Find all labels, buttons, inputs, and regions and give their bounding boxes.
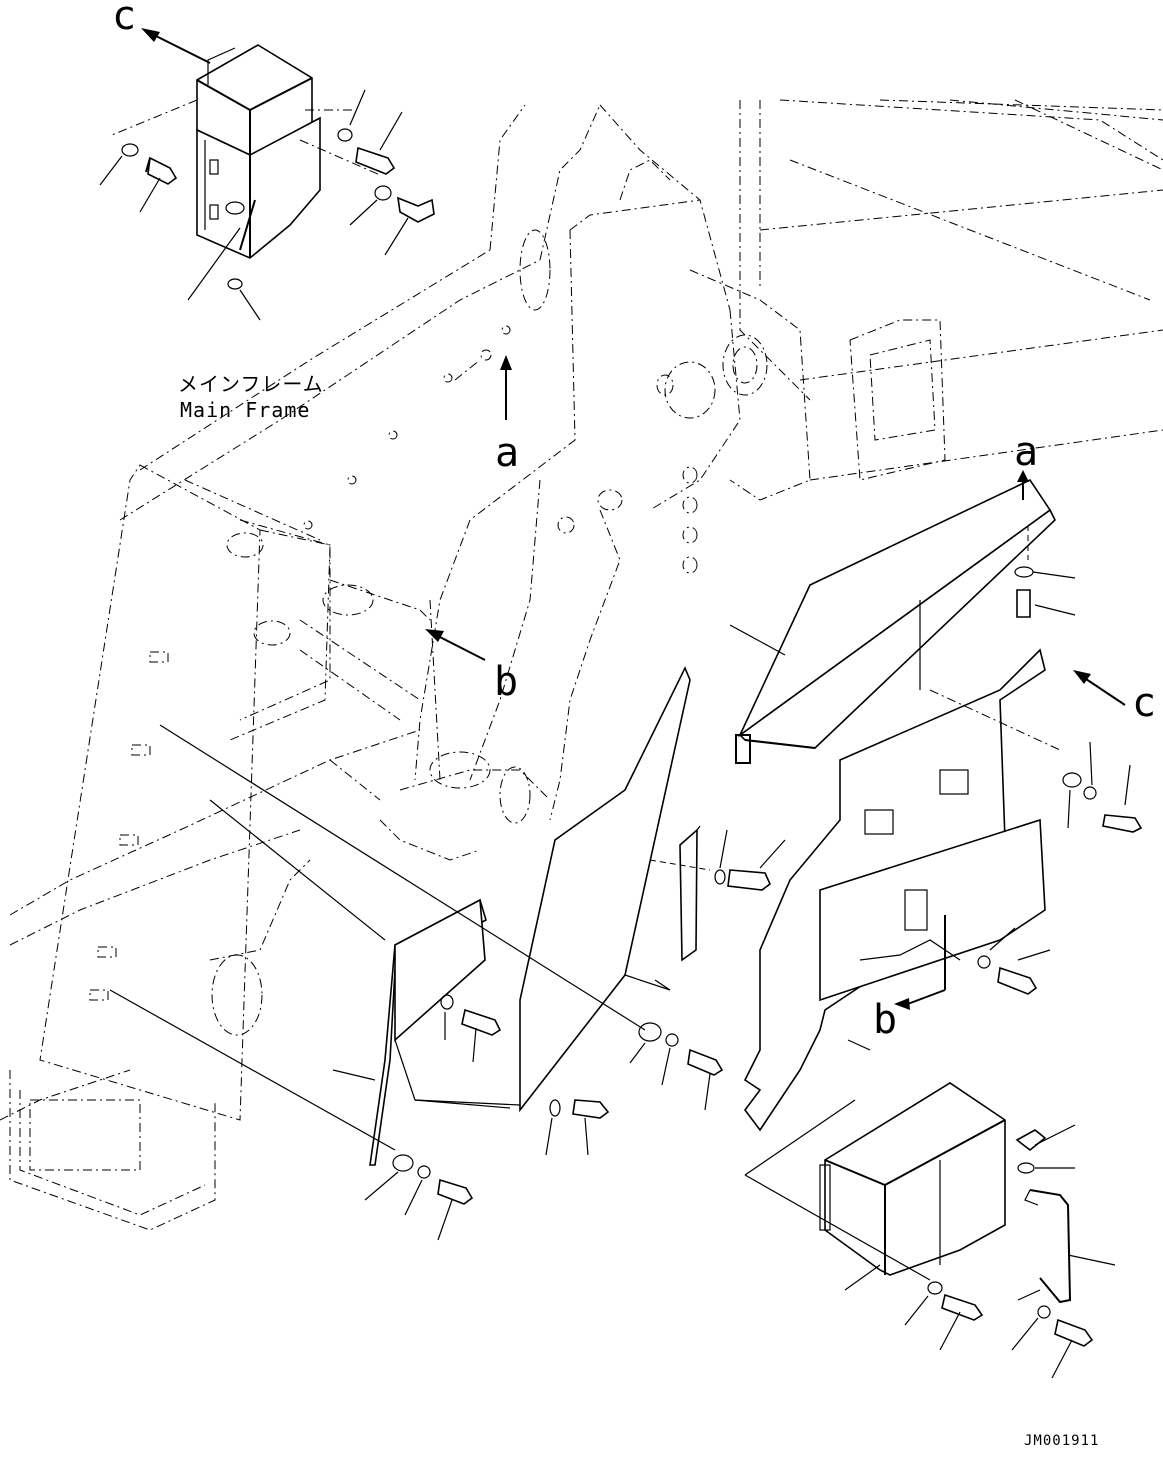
drawing-reference-code: JM001911 — [1024, 1433, 1100, 1449]
view-b-label-left: b — [494, 659, 519, 705]
hardware-group-c-left — [99, 89, 435, 256]
main-frame-phantom — [0, 99, 1163, 1121]
frame-holes — [303, 325, 511, 530]
main-frame-label-jp: メインフレーム — [178, 372, 324, 396]
view-c-label-top: c — [112, 0, 137, 39]
callout-arrows — [141, 28, 1126, 1010]
view-a-label-left: a — [495, 430, 520, 476]
view-c-label-right: c — [1132, 680, 1157, 726]
view-b-label-right: b — [873, 997, 898, 1043]
leader-lines — [109, 359, 646, 1151]
main-frame-label-en: Main Frame — [180, 398, 311, 422]
detail-c-box-assembly — [111, 44, 381, 321]
view-a-label-right: a — [1014, 429, 1039, 475]
center-plates — [369, 666, 726, 1179]
right-middle-panel — [743, 600, 1061, 1132]
left-long-plate — [9, 464, 331, 1231]
center-hardware — [332, 741, 1143, 1379]
right-upper-cover — [729, 470, 1076, 764]
bottom-right-box — [744, 1082, 1116, 1304]
